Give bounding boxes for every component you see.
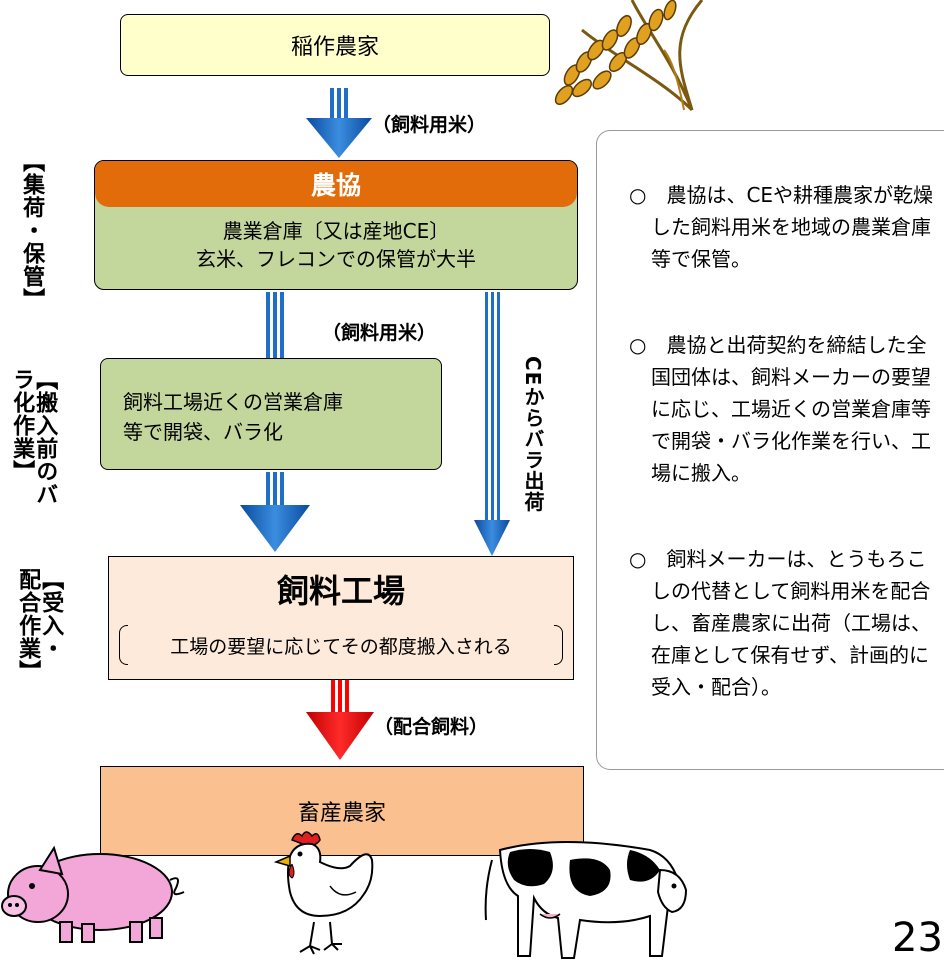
notes-panel: ○ 農協は、CEや耕種農家が乾燥した飼料用米を地域の農業倉庫等で保管。 ○ 農協… [596, 130, 944, 770]
cow-icon [484, 841, 688, 959]
ja-header: 農協 [95, 161, 577, 207]
ja-box: 農協 農業倉庫〔又は産地CE〕 玄米、フレコンでの保管が大半 [94, 160, 578, 290]
feed-factory-note-wrap: 工場の要望に応じてその都度搬入される [119, 625, 563, 665]
livestock-farmer-label: 畜産農家 [297, 801, 386, 826]
flow-label-ce-bulk: CEからバラ出荷 [521, 356, 545, 513]
arrow-factory-to-livestock [306, 680, 374, 760]
feed-factory-box: 飼料工場 工場の要望に応じてその都度搬入される [108, 556, 574, 680]
note-1: ○ 農協は、CEや耕種農家が乾燥した飼料用米を地域の農業倉庫等で保管。 [629, 183, 934, 271]
pig-icon [1, 845, 185, 943]
stage-label-collection: 【集荷・保管】 [19, 150, 45, 311]
feed-factory-title: 飼料工場 [276, 572, 405, 610]
bracket-left [119, 625, 128, 665]
warehouse-line-1: 飼料工場近くの営業倉庫 [123, 390, 343, 414]
flow-label-feed-rice-1: （飼料用米） [372, 114, 487, 136]
feed-factory-note: 工場の要望に応じてその都度搬入される [170, 635, 512, 658]
flow-label-compound-feed: （配合飼料） [374, 716, 489, 738]
rice-farmer-label: 稲作農家 [290, 35, 379, 60]
ja-line-2: 玄米、フレコンでの保管が大半 [196, 247, 476, 271]
arrow-ja-to-warehouse [266, 292, 284, 358]
page-number: 23 [892, 915, 943, 961]
livestock-farmer-box: 畜産農家 [100, 766, 584, 856]
bracket-right [554, 625, 563, 665]
stage-label-bulk: 【搬入前のバラ化作業】 [9, 368, 58, 506]
chicken-icon [273, 831, 374, 955]
arrow-rice-to-ja [306, 88, 372, 158]
note-2: ○ 農協と出荷契約を締結した全国団体は、飼料メーカーの要望に応じ、工場近くの営業… [629, 333, 931, 485]
warehouse-box: 飼料工場近くの営業倉庫 等で開袋、バラ化 [100, 358, 442, 470]
arrow-warehouse-to-factory [240, 472, 310, 552]
note-3: ○ 飼料メーカーは、とうもろこしの代替として飼料用米を配合し、畜産農家に出荷（工… [629, 547, 931, 699]
rice-plant-icon [554, 0, 704, 112]
ja-header-label: 農協 [310, 171, 361, 200]
ja-line-1: 農業倉庫〔又は産地CE〕 [222, 219, 450, 243]
flow-label-feed-rice-2: （飼料用米） [322, 322, 437, 344]
warehouse-line-2: 等で開袋、バラ化 [123, 420, 283, 444]
arrow-ce-bulk [474, 292, 510, 556]
rice-farmer-box: 稲作農家 [120, 14, 550, 76]
stage-label-receiving: 【受入・配合作業】 [15, 568, 64, 683]
